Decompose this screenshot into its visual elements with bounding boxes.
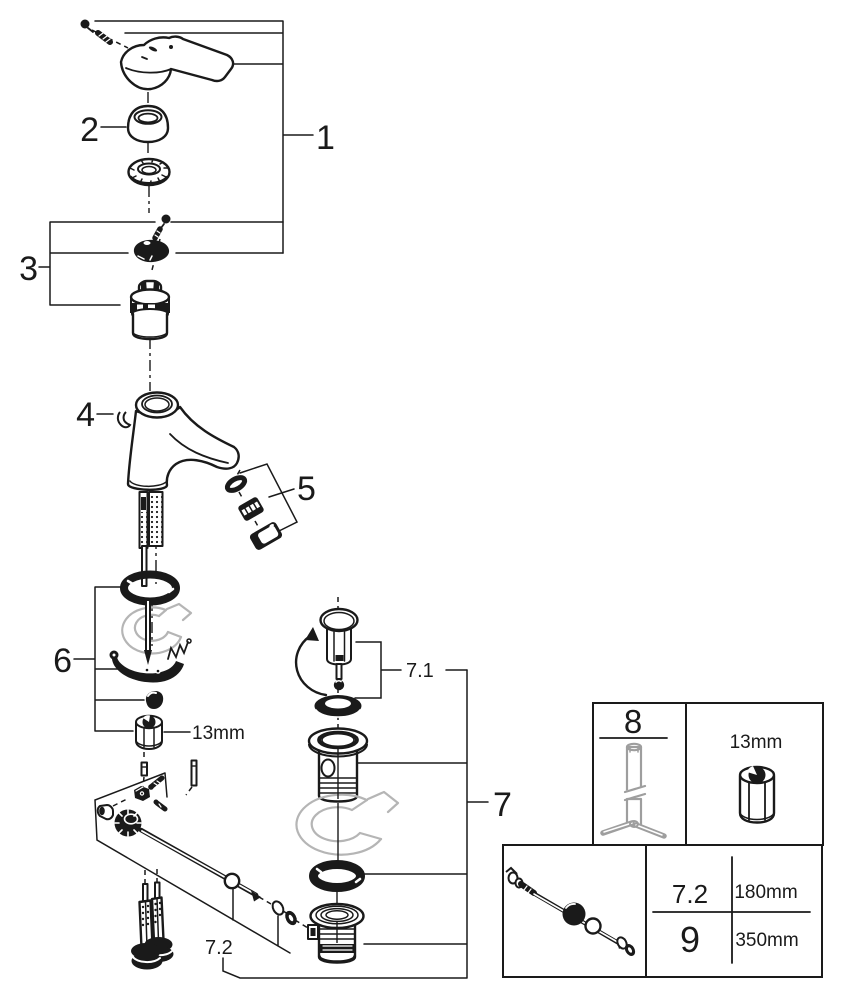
aerator-insert [238, 497, 264, 521]
callout-1: 1 [316, 119, 335, 157]
drain-plug [319, 607, 359, 691]
bracket-3 [38, 221, 284, 306]
callout-2: 2 [80, 111, 99, 149]
bracket-7 [222, 669, 489, 979]
spec-box-tool: 8 13mm [592, 702, 824, 846]
plate-screw-lower [153, 799, 168, 812]
cartridge-screw [152, 214, 171, 241]
hex-nut-icon [738, 765, 776, 824]
callout-7-1: 7.1 [406, 660, 434, 682]
drain-centerline [336, 746, 339, 943]
faucet-body [116, 391, 240, 491]
cartridge-stop [133, 239, 170, 263]
handle-screw [80, 19, 113, 45]
drain-clamp-ghost [295, 790, 400, 856]
aerator-gasket [224, 475, 248, 493]
lever-handle [119, 35, 235, 91]
callout-4: 4 [76, 396, 95, 434]
socket-wrench-icon [600, 742, 667, 839]
rod-row2-length: 350mm [735, 930, 798, 951]
bracket-5 [239, 463, 299, 532]
rod-row1-length: 180mm [734, 882, 797, 903]
hex-size-label: 13mm [192, 723, 245, 744]
bracket-7-2 [94, 772, 291, 954]
mounting-ring [127, 157, 171, 187]
mounting-horseshoe [109, 638, 192, 683]
base-o-ring [120, 570, 180, 606]
mounting-pin-a [140, 761, 148, 777]
rod-row1-ref: 7.2 [672, 879, 708, 909]
bracket-1 [94, 20, 314, 254]
drain-seal [314, 695, 362, 718]
bracket-6 [73, 586, 145, 732]
dome-nut [145, 691, 164, 709]
spec-nut-size: 13mm [730, 732, 783, 753]
drain-o-ring [309, 860, 365, 892]
callout-6: 6 [53, 642, 72, 680]
swivel-knob [114, 809, 142, 837]
mounting-pin-b [190, 759, 198, 787]
rotate-arrow [294, 627, 328, 697]
aerator-shell [249, 522, 283, 550]
spacer-sleeve [96, 804, 114, 821]
threaded-shanks [138, 491, 164, 587]
spec-tool-ref: 8 [624, 703, 642, 740]
hex-nut-13mm [135, 714, 163, 750]
handle-cap [126, 104, 170, 144]
callout-7-2: 7.2 [205, 937, 233, 959]
plate-nut [134, 786, 150, 801]
rod-row2-ref: 9 [680, 919, 700, 960]
cartridge [129, 279, 171, 341]
pull-rod [138, 827, 297, 926]
spec-box-rod: 7.2 180mm 9 350mm [502, 844, 823, 978]
callout-3: 3 [19, 250, 38, 288]
drain-lower-body [307, 902, 365, 964]
bracket-7-1 [354, 641, 468, 699]
lift-rod-icon [505, 866, 636, 957]
pull-rod-tip [144, 599, 152, 665]
callout-5: 5 [297, 470, 316, 508]
plate-screw-upper [148, 775, 165, 790]
callout-7: 7 [493, 786, 512, 824]
flex-hoses [131, 881, 174, 970]
